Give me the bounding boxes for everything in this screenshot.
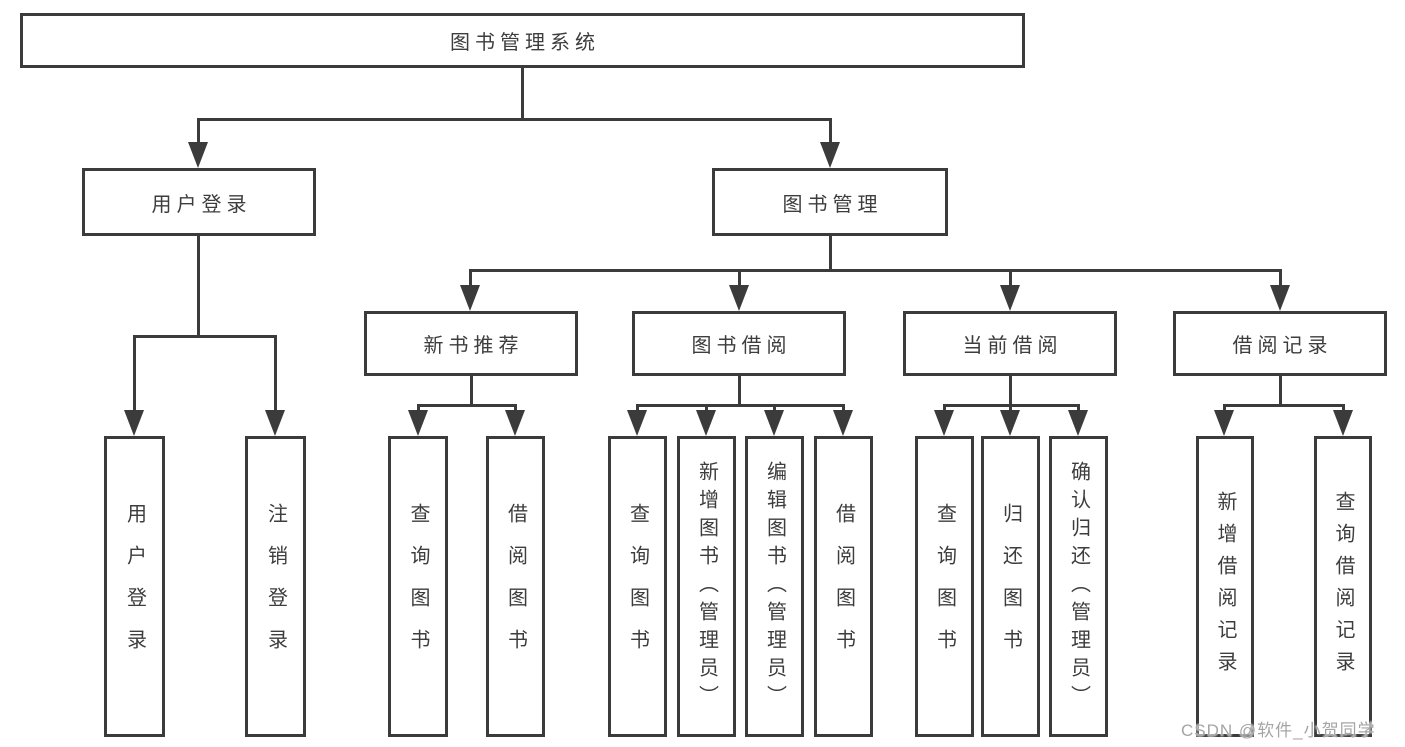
- arrowhead-down-icon: [1000, 285, 1020, 311]
- connector-root-bar: [197, 118, 832, 121]
- arrowhead-down-icon: [934, 410, 954, 436]
- leaf-return-books: 归还图书: [981, 436, 1040, 737]
- node-current-borrowing: 当前借阅: [903, 311, 1117, 376]
- connector-borrow-records-stem: [1279, 376, 1282, 406]
- arrowhead-down-icon: [265, 410, 285, 436]
- arrowhead-down-icon: [1068, 410, 1088, 436]
- connector-user-login-stem: [197, 236, 200, 337]
- node-borrow-records: 借阅记录: [1173, 311, 1387, 376]
- node-label: 图书管理系统: [450, 32, 600, 54]
- node-label: 查询图书: [626, 502, 649, 671]
- connector-drop-current-borrowing: [1009, 269, 1012, 287]
- arrowhead-down-icon: [1333, 410, 1353, 436]
- leaf-confirm-return-admin: 确认归还（管理员）: [1049, 436, 1108, 737]
- connector-book-management-bar: [469, 269, 1282, 272]
- connector-drop: [773, 404, 776, 412]
- node-label: 新书推荐: [423, 335, 524, 357]
- node-new-book-recommend: 新书推荐: [364, 311, 578, 376]
- connector-drop: [705, 404, 708, 412]
- connector-user-login-bar: [133, 335, 277, 338]
- arrowhead-down-icon: [505, 410, 525, 436]
- connector-drop-book-management: [829, 118, 832, 146]
- node-label: 确认归还（管理员）: [1067, 460, 1090, 713]
- node-label: 查询借阅记录: [1332, 490, 1354, 683]
- node-label: 借阅图书: [504, 502, 527, 671]
- arrowhead-down-icon: [833, 410, 853, 436]
- node-library-management-system: 图书管理系统: [20, 13, 1025, 68]
- arrowhead-down-icon: [696, 410, 716, 436]
- leaf-borrow-books-borrowing: 借阅图书: [814, 436, 873, 737]
- connector-drop-borrow-records: [1279, 269, 1282, 287]
- node-label: 新增借阅记录: [1214, 490, 1236, 683]
- connector-drop: [417, 404, 420, 412]
- connector-drop: [1342, 404, 1345, 412]
- connector-current-borrowing-stem: [1009, 376, 1012, 406]
- node-label: 编辑图书（管理员）: [763, 460, 786, 713]
- node-label: 新增图书（管理员）: [695, 460, 718, 713]
- node-label: 用户登录: [151, 193, 252, 216]
- leaf-edit-books-admin: 编辑图书（管理员）: [745, 436, 804, 737]
- leaf-query-books-recommend: 查询图书: [388, 436, 448, 737]
- connector-drop-leaf-user-login: [133, 335, 136, 412]
- leaf-add-books-admin: 新增图书（管理员）: [677, 436, 736, 737]
- connector-drop-new-book-recommend: [469, 269, 472, 287]
- arrowhead-down-icon: [1214, 410, 1234, 436]
- connector-drop-book-borrowing: [738, 269, 741, 287]
- connector-book-management-stem: [829, 236, 832, 271]
- node-user-login: 用户登录: [82, 168, 316, 236]
- leaf-query-books-borrowing: 查询图书: [608, 436, 667, 737]
- watermark: CSDN @软件_小贺同学: [1181, 721, 1376, 740]
- node-label: 当前借阅: [962, 335, 1063, 357]
- arrowhead-down-icon: [764, 410, 784, 436]
- node-label: 查询图书: [407, 502, 429, 671]
- connector-drop: [943, 404, 946, 412]
- connector-book-borrowing-stem: [738, 376, 741, 406]
- node-label: 用户登录: [123, 502, 146, 671]
- arrowhead-down-icon: [1270, 285, 1290, 311]
- node-book-borrowing: 图书借阅: [632, 311, 846, 376]
- node-label: 图书管理: [782, 193, 883, 216]
- arrowhead-down-icon: [729, 285, 749, 311]
- node-label: 查询图书: [933, 502, 956, 671]
- node-label: 借阅记录: [1232, 335, 1333, 357]
- node-label: 图书借阅: [691, 335, 792, 357]
- node-label: 归还图书: [999, 502, 1022, 671]
- connector-book-borrowing-bar: [636, 404, 844, 407]
- leaf-borrow-books-recommend: 借阅图书: [486, 436, 545, 737]
- connector-drop: [1223, 404, 1226, 412]
- connector-drop: [1009, 404, 1012, 412]
- connector-new-book-recommend-bar: [417, 404, 517, 407]
- leaf-user-login: 用户登录: [104, 436, 165, 737]
- arrowhead-down-icon: [408, 410, 428, 436]
- arrowhead-down-icon: [188, 142, 208, 168]
- connector-drop: [636, 404, 639, 412]
- leaf-add-borrow-record: 新增借阅记录: [1196, 436, 1254, 737]
- arrowhead-down-icon: [627, 410, 647, 436]
- leaf-logout: 注销登录: [245, 436, 306, 737]
- arrowhead-down-icon: [1000, 410, 1020, 436]
- connector-new-book-recommend-stem: [470, 376, 473, 406]
- connector-drop-user-login: [197, 118, 200, 146]
- leaf-query-books-current: 查询图书: [915, 436, 974, 737]
- leaf-query-borrow-record: 查询借阅记录: [1314, 436, 1372, 737]
- node-label: 注销登录: [264, 502, 287, 671]
- arrowhead-down-icon: [460, 285, 480, 311]
- connector-root-stem: [521, 68, 524, 121]
- connector-drop: [514, 404, 517, 412]
- connector-drop: [1077, 404, 1080, 412]
- connector-drop-leaf-logout: [274, 335, 277, 412]
- connector-drop: [842, 404, 845, 412]
- arrowhead-down-icon: [820, 142, 840, 168]
- node-book-management: 图书管理: [712, 168, 948, 236]
- arrowhead-down-icon: [124, 410, 144, 436]
- connector-borrow-records-bar: [1223, 404, 1345, 407]
- node-label: 借阅图书: [832, 502, 855, 671]
